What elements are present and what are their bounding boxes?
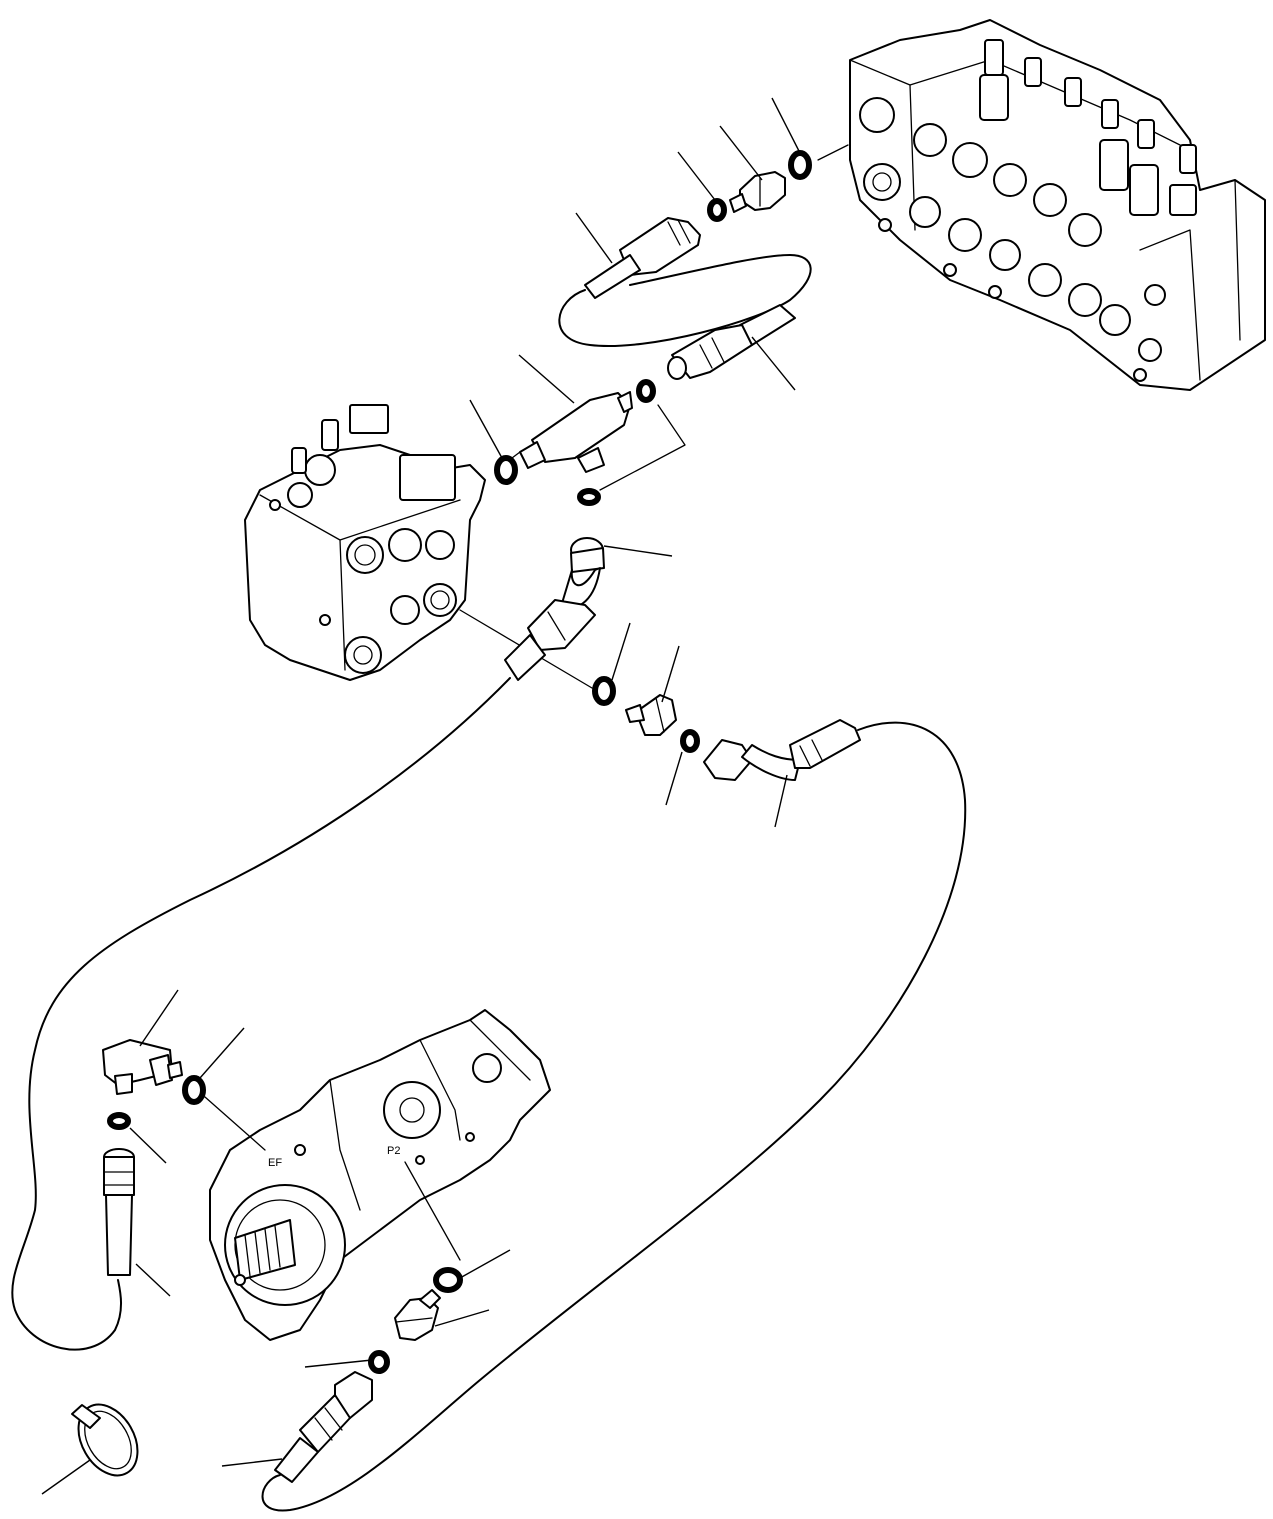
elbow-fitting-mid [703,719,861,781]
adapter-valve-upper [729,171,786,213]
o-ring-adapter-upper [707,198,727,222]
pump-port-ef-label: EF [268,1157,282,1169]
elbow-fitting-tee [504,537,605,681]
adapter-pump-p2 [394,1289,441,1341]
hose-pilot-to-pump [11,677,511,1351]
o-ring-hose-p2 [368,1350,390,1374]
hydraulic-pump: P2 EF [209,1009,551,1341]
hose-clamp [71,1403,139,1477]
adapter-mid [625,694,677,736]
tee-bracket-line [599,404,686,491]
o-ring-pump-elbow [182,1075,206,1105]
o-ring-elbow-bottom [107,1112,131,1130]
o-ring-mid-left [592,676,616,706]
elbow-fitting-pump [102,1039,183,1095]
leader-lines [41,97,801,1495]
o-ring-tee-bottom [577,488,601,506]
o-ring-mid-right [680,729,700,753]
tee-fitting [511,391,633,473]
center-line-pump-p2 [404,1161,461,1261]
hose-upper-loop [558,254,812,347]
hose-mid-to-pump [261,721,967,1512]
o-ring-pump-p2 [433,1267,463,1293]
hose-end-fitting-p2 [274,1371,373,1483]
hose-end-fitting-pump-left [103,1148,135,1276]
center-line-upper [817,144,849,161]
o-ring-pilot-valve [494,455,518,485]
center-line-pump-ef [204,1096,266,1151]
hose-end-fitting-upper-a [584,217,701,299]
o-ring-valve-port [788,150,812,180]
control-valve-assembly [849,19,1266,391]
pilot-valve-assembly [244,404,486,681]
hose-end-fitting-upper-b [667,304,796,380]
pump-port-p2-label: P2 [387,1145,400,1157]
o-ring-tee-side [636,379,656,403]
